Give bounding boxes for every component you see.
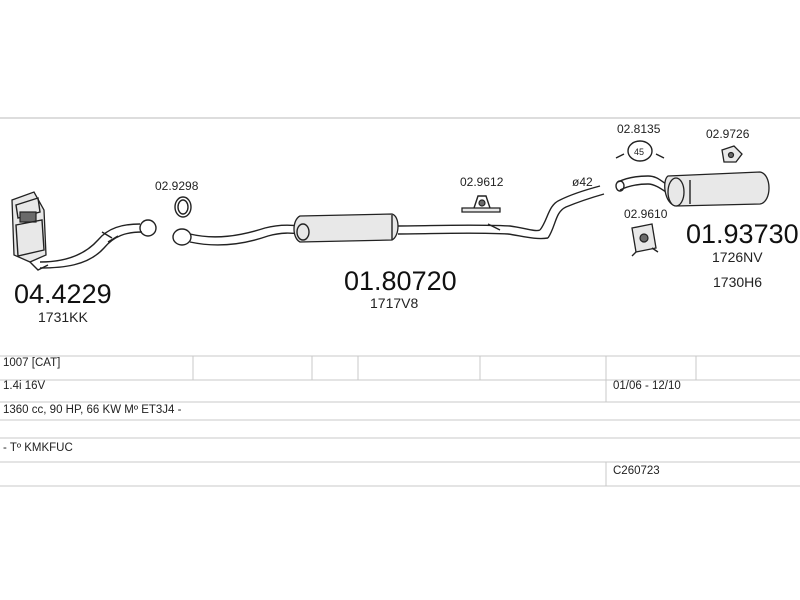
- catalyst-oem: 1731KK: [38, 309, 88, 325]
- period-cell: 01/06 - 12/10: [613, 380, 681, 392]
- code-cell: C260723: [613, 465, 660, 477]
- rubber-mount-part[interactable]: [721, 145, 743, 163]
- type-cell: - Tº KMKFUC: [3, 442, 73, 454]
- pipe-diameter-label: ø42: [572, 175, 593, 189]
- engine-cell: 1.4i 16V: [3, 380, 46, 392]
- rubber-mount-number: 02.9726: [706, 127, 750, 141]
- spec-table-grid: [0, 355, 800, 487]
- catalyst-number: 04.4229: [14, 279, 112, 309]
- hanger-middle-number: 02.9612: [460, 175, 504, 189]
- rear-silencer-oem-1: 1726NV: [712, 249, 763, 265]
- model-cell: 1007 [CAT]: [3, 357, 61, 369]
- clamp-45-number: 02.8135: [617, 122, 661, 136]
- middle-silencer-number: 01.80720: [344, 266, 457, 296]
- details-cell: 1360 cc, 90 HP, 66 KW Mº ET3J4 -: [3, 404, 182, 416]
- middle-silencer-oem: 1717V8: [370, 295, 418, 311]
- catalyst-part[interactable]: [11, 191, 157, 271]
- hanger-middle-part[interactable]: [461, 195, 501, 213]
- hanger-rear-number: 02.9610: [624, 207, 668, 221]
- clamp-45-part[interactable]: 45: [615, 140, 665, 162]
- clamp-ring-part[interactable]: [174, 196, 192, 218]
- hanger-rear-part[interactable]: [631, 223, 659, 257]
- rear-silencer-part[interactable]: [615, 171, 770, 207]
- rear-silencer-oem-2: 1730H6: [713, 274, 762, 290]
- clamp-ring-number: 02.9298: [155, 179, 199, 193]
- clamp-45-size: 45: [634, 147, 644, 157]
- middle-silencer-part[interactable]: [172, 185, 605, 246]
- rear-silencer-number: 01.93730: [686, 219, 799, 249]
